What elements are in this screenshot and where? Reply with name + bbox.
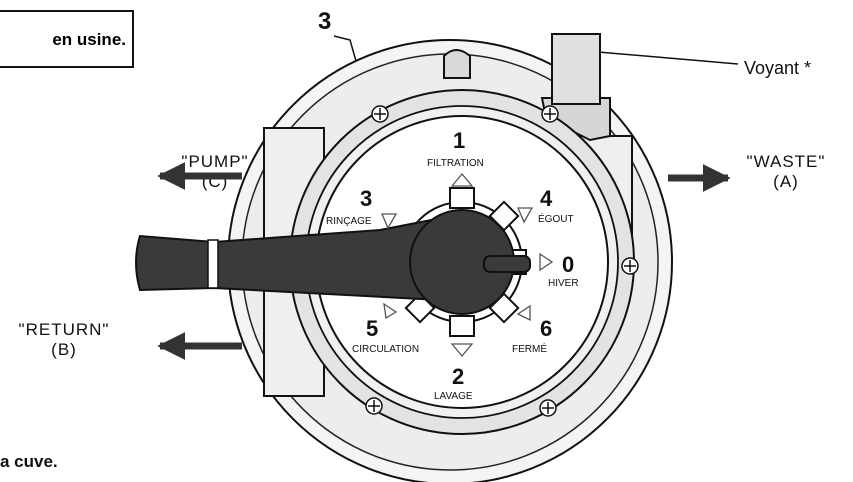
position-0-number: 0	[562, 252, 574, 277]
position-5-number: 5	[366, 316, 378, 341]
position-3-number: 3	[360, 186, 372, 211]
waste-port-name: "WASTE"	[746, 152, 826, 171]
position-marker-icon	[381, 172, 554, 358]
return-port-name: "RETURN"	[18, 320, 110, 339]
top-knob	[443, 49, 471, 79]
position-2-number: 2	[452, 364, 464, 389]
handle-pointer	[483, 255, 531, 273]
indicator-label: Voyant *	[744, 58, 812, 78]
position-0-label: HIVER	[548, 278, 579, 289]
position-1-number: 1	[453, 128, 465, 153]
indicator-leader-line	[597, 51, 739, 65]
position-5-label: CIRCULATION	[352, 344, 419, 355]
factory-note-box: en usine.	[0, 10, 134, 68]
part-number-label: 3	[318, 8, 332, 35]
position-4-label: ÉGOUT	[538, 212, 574, 225]
position-6-number: 6	[540, 316, 552, 341]
position-1-label: FILTRATION	[427, 158, 484, 169]
return-port-letter: (B)	[51, 340, 77, 359]
waste-port-letter: (A)	[773, 172, 799, 191]
factory-note-text: en usine.	[52, 30, 126, 49]
indicator-window	[551, 33, 601, 105]
screw-icon	[365, 105, 639, 417]
pump-port-name: "PUMP"	[181, 152, 249, 171]
position-2-label: LAVAGE	[434, 391, 473, 402]
position-4-number: 4	[540, 186, 553, 211]
return-port-label: "RETURN" (B)	[0, 320, 130, 360]
waste-port-label: "WASTE" (A)	[726, 152, 846, 192]
bottom-note-text: a cuve.	[0, 452, 58, 471]
position-6-label: FERMÉ	[512, 342, 547, 355]
position-3-label: RINÇAGE	[326, 216, 372, 227]
